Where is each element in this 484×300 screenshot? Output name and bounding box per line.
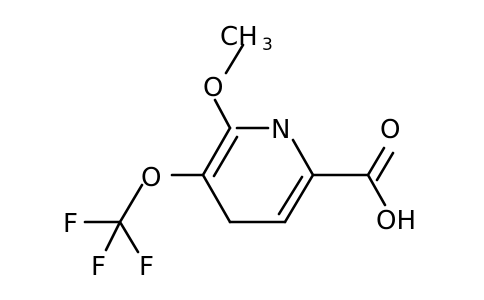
bond-cf3-f-right — [118, 220, 140, 254]
bond-c6-c5 — [283, 173, 315, 224]
bond-cf3-f-bottom — [104, 220, 122, 252]
methyl-carbon-label: CH — [220, 22, 258, 52]
bond-cooh-oh — [366, 173, 387, 207]
fluorine-right-label: F — [139, 252, 154, 282]
bond-c3-c2-inner — [212, 135, 239, 178]
bond-c4-c3 — [201, 173, 232, 224]
methoxy-oxygen-label: O — [203, 73, 223, 103]
hydroxyl-group-label: OH — [376, 206, 416, 236]
methyl-subscript-label: 3 — [262, 35, 273, 55]
bond-c6-c5-inner — [277, 175, 304, 216]
bond-o-cf3 — [118, 183, 144, 224]
fluorine-left-label: F — [63, 209, 78, 239]
bond-cooh-o-double-1 — [366, 146, 386, 177]
bond-o-ch3 — [224, 43, 245, 75]
fluorine-bottom-label: F — [91, 252, 106, 282]
bond-cooh-o-double-2 — [375, 151, 395, 182]
ether-oxygen-label: O — [141, 163, 161, 193]
bond-c3-c2 — [201, 126, 232, 177]
bond-n1-c6 — [291, 138, 315, 177]
carbonyl-oxygen-label: O — [380, 115, 400, 145]
bond-c2-o-methoxy — [213, 98, 232, 130]
ring-nitrogen-label: N — [271, 115, 290, 145]
